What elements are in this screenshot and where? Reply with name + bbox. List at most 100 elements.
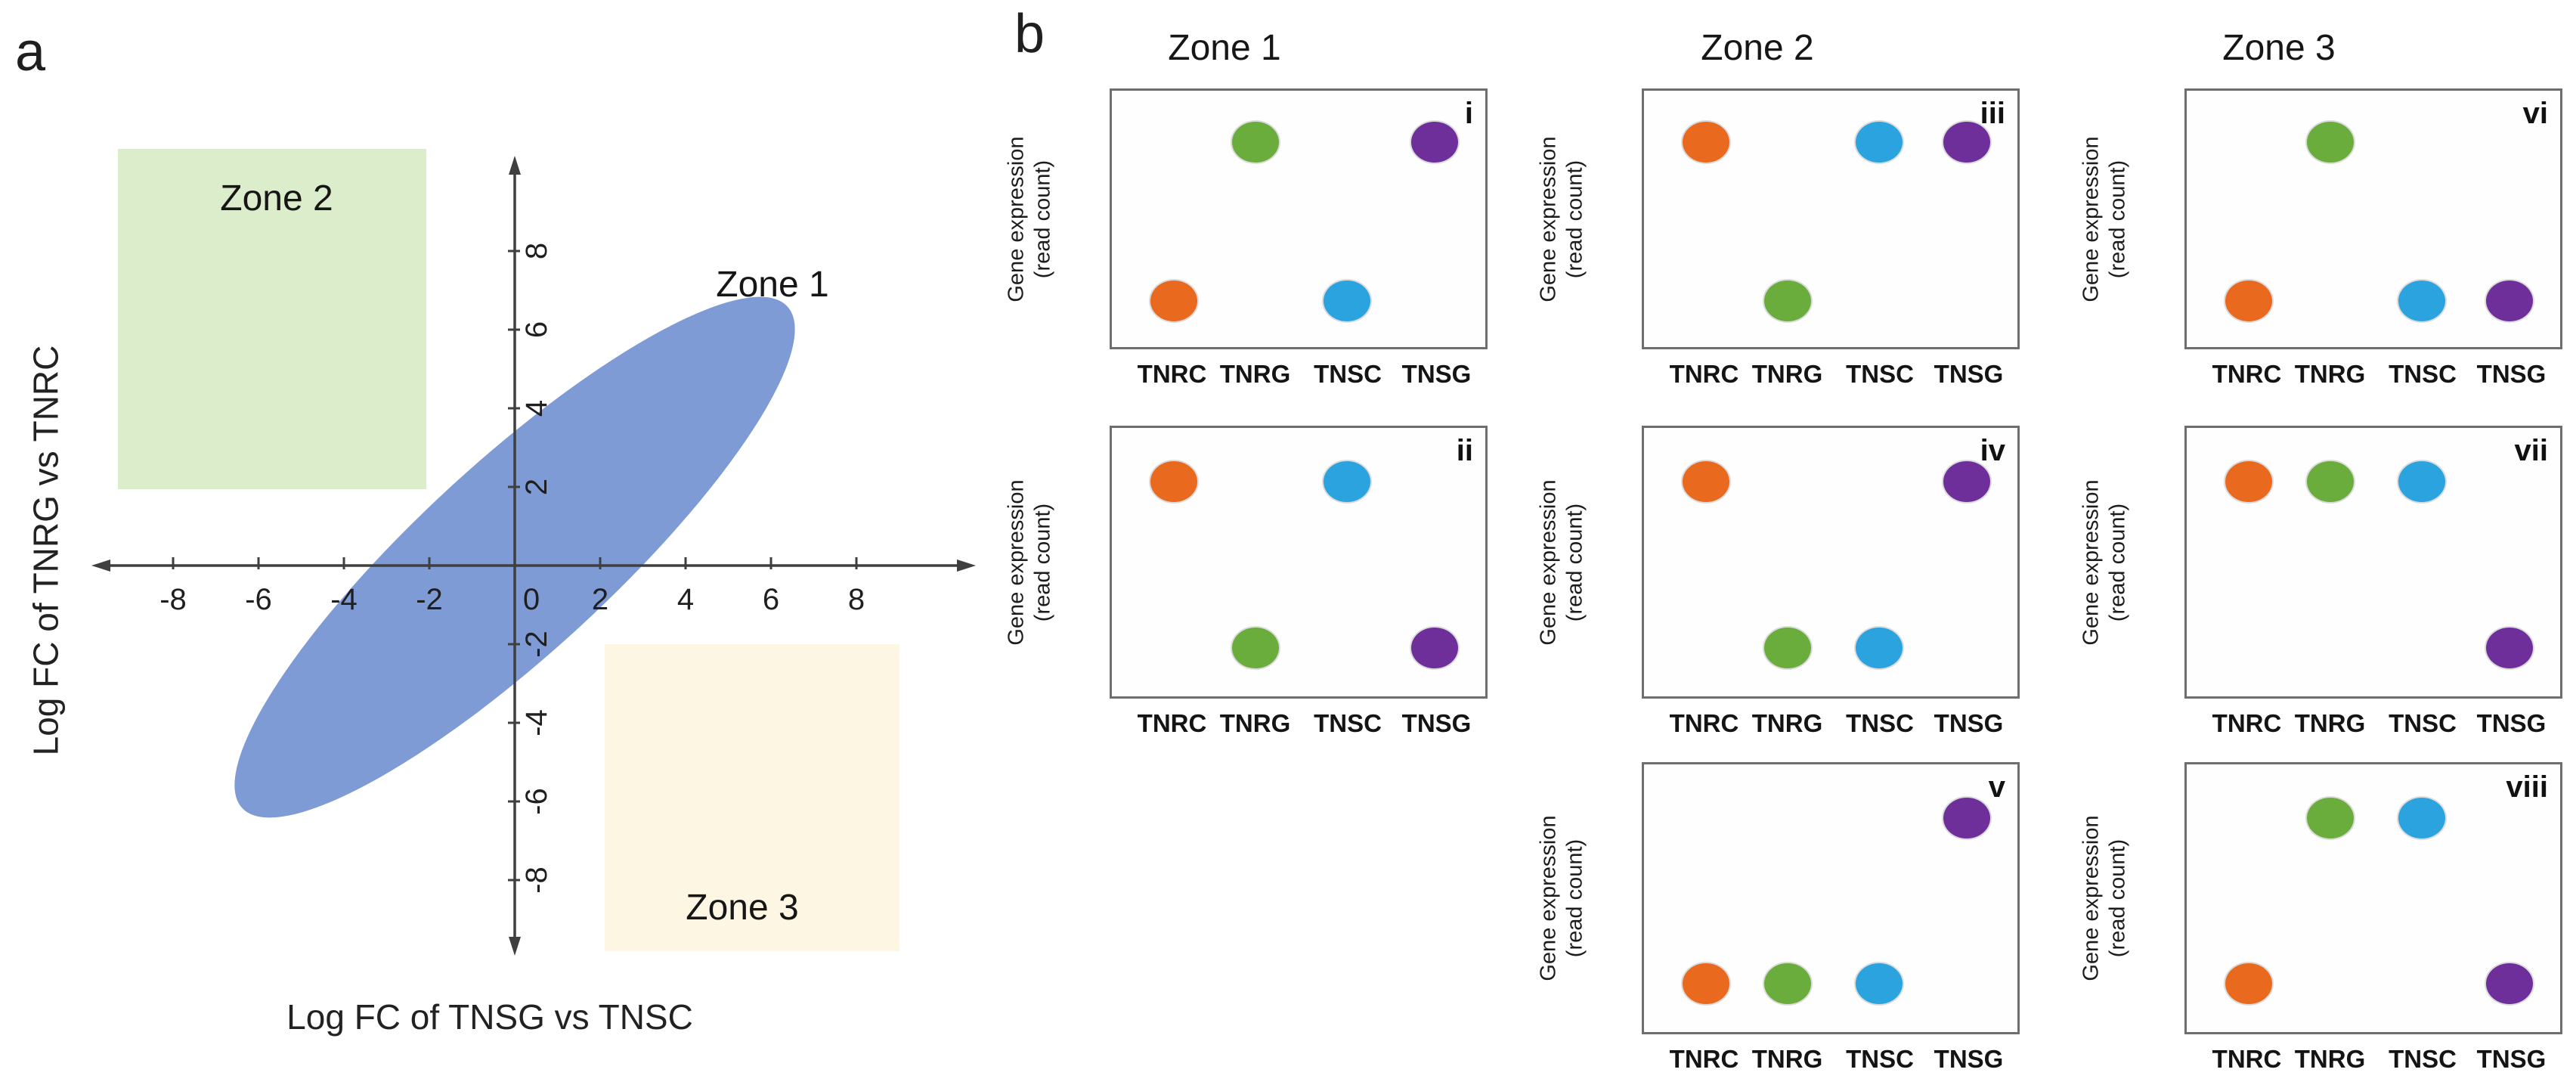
gene-expression-axis-label: Gene expression (read count) xyxy=(1530,426,1595,699)
x-category-label-TNRC: TNRC xyxy=(1137,709,1207,737)
x-category-label-TNSC: TNSC xyxy=(1314,360,1382,388)
x-category-label-TNRC: TNRC xyxy=(1669,1045,1739,1073)
dot-TNSG xyxy=(1411,628,1459,669)
y-tick-label: -8 xyxy=(520,866,553,894)
dot-TNRC xyxy=(2225,461,2272,502)
plot-numeral: i xyxy=(1464,97,1473,130)
expression-plot-ii: Gene expression (read count) ii TNRC TNRG… xyxy=(1005,426,1488,737)
y-axis-bottom-arrow-icon xyxy=(509,937,521,956)
dot-TNRC xyxy=(1682,461,1729,502)
x-tick-label: -4 xyxy=(330,583,358,616)
dot-TNSC xyxy=(1324,461,1371,502)
x-category-label-TNRG: TNRG xyxy=(1219,709,1291,737)
dots-layer xyxy=(1112,428,1485,696)
x-tick-label: 2 xyxy=(592,583,608,616)
plot-box: ii xyxy=(1110,426,1488,699)
zone3-region-rect xyxy=(605,644,899,951)
dot-TNRC xyxy=(1682,963,1729,1005)
y-tick-label: 8 xyxy=(520,243,553,259)
zone2-column-title: Zone 2 xyxy=(1701,28,1814,68)
x-category-label-TNSC: TNSC xyxy=(1846,360,1914,388)
dot-TNSG xyxy=(1943,461,1991,502)
plot-box: iv xyxy=(1642,426,2020,699)
gene-expression-axis-label: Gene expression (read count) xyxy=(2073,88,2138,349)
y-tick-label: 2 xyxy=(520,479,553,495)
plot-numeral: v xyxy=(1988,770,2005,804)
x-category-label-TNRG: TNRG xyxy=(2294,360,2366,388)
zone2-region-rect xyxy=(118,149,426,489)
gene-expression-axis-label: Gene expression (read count) xyxy=(1530,88,1595,349)
plot-numeral: iv xyxy=(1980,434,2005,467)
y-axis-title-wrap: Log FC of TNRG vs TNRC xyxy=(12,223,79,877)
x-category-label-TNRC: TNRC xyxy=(1669,709,1739,737)
dot-TNSC xyxy=(1324,280,1371,321)
x-category-label-TNRG: TNRG xyxy=(1219,360,1291,388)
dot-TNRC xyxy=(2225,280,2272,321)
plot-box: v xyxy=(1642,762,2020,1034)
dot-TNRG xyxy=(2307,461,2355,502)
x-tick-label: 4 xyxy=(677,583,694,616)
y-tick-label: -6 xyxy=(520,788,553,815)
x-axis-left-arrow-icon xyxy=(91,559,110,572)
y-label-line2: (read count) xyxy=(1031,503,1055,621)
y-tick-label: 4 xyxy=(520,400,553,417)
y-label-line2: (read count) xyxy=(1031,160,1055,278)
plot-box: i xyxy=(1110,88,1488,349)
dots-layer xyxy=(2187,764,2560,1032)
x-category-label-TNSG: TNSG xyxy=(1934,1045,2004,1073)
x-category-label-TNRG: TNRG xyxy=(2294,1045,2366,1073)
dot-TNSG xyxy=(1943,121,1991,163)
x-category-label-TNSC: TNSC xyxy=(1314,709,1382,737)
dots-layer xyxy=(1644,91,2017,347)
x-category-label-TNRG: TNRG xyxy=(1751,360,1823,388)
x-tick-label-zero: 0 xyxy=(523,583,540,616)
x-category-label-TNSG: TNSG xyxy=(1401,709,1472,737)
dot-TNRG xyxy=(2307,121,2355,163)
plot-numeral: iii xyxy=(1980,97,2005,130)
dot-TNSC xyxy=(1856,121,1903,163)
x-category-label-TNRC: TNRC xyxy=(1137,360,1207,388)
y-label-line1: Gene expression xyxy=(2079,815,2104,981)
zone2-label: Zone 2 xyxy=(220,178,333,219)
gene-expression-axis-label: Gene expression (read count) xyxy=(2073,426,2138,699)
plot-numeral: viii xyxy=(2506,770,2548,804)
dot-TNRG xyxy=(1764,963,1812,1005)
x-category-label-TNSG: TNSG xyxy=(2476,1045,2547,1073)
x-tick-label: -8 xyxy=(159,583,187,616)
y-label-line1: Gene expression xyxy=(1005,479,1029,646)
dots-layer xyxy=(2187,428,2560,696)
dot-TNSC xyxy=(2398,797,2446,838)
category-labels: TNRC TNRG TNSC TNSG xyxy=(1110,699,1488,737)
x-category-label-TNSC: TNSC xyxy=(2389,360,2457,388)
x-category-label-TNSG: TNSG xyxy=(1934,360,2004,388)
y-label-line1: Gene expression xyxy=(2079,479,2104,646)
dot-TNSG xyxy=(2486,280,2534,321)
x-tick-label: 8 xyxy=(848,583,865,616)
zone1-column-title: Zone 1 xyxy=(1168,28,1281,68)
zone3-column-title: Zone 3 xyxy=(2222,28,2336,68)
dot-TNSG xyxy=(1411,121,1459,163)
dots-layer xyxy=(1644,428,2017,696)
y-tick-label: -2 xyxy=(520,631,553,658)
x-category-label-TNSC: TNSC xyxy=(2389,1045,2457,1073)
dot-TNRC xyxy=(2225,963,2272,1005)
dot-TNSG xyxy=(2486,963,2534,1005)
dot-TNSC xyxy=(1856,628,1903,669)
y-label-line1: Gene expression xyxy=(1005,135,1029,302)
dot-TNSG xyxy=(1943,797,1991,838)
gene-expression-axis-label: Gene expression (read count) xyxy=(998,88,1063,349)
y-tick-label: 6 xyxy=(520,321,553,338)
